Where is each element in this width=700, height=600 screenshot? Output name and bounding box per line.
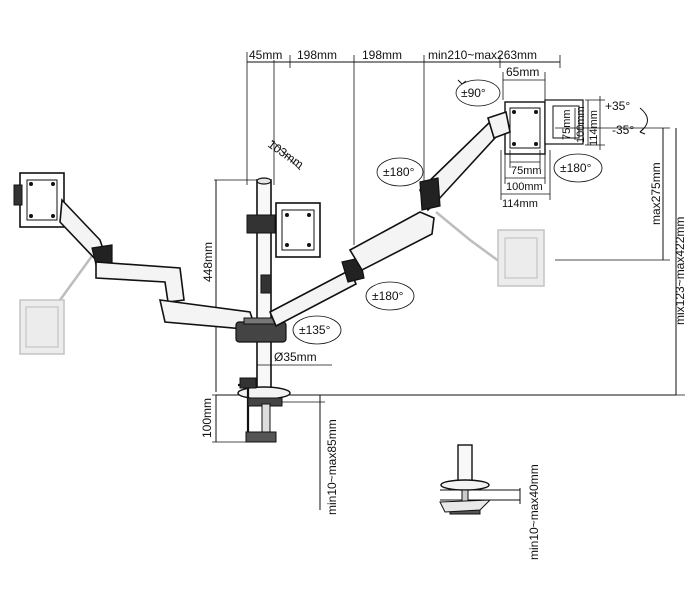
top-dimension-lines bbox=[246, 52, 561, 245]
svg-text:±180°: ±180° bbox=[372, 289, 404, 303]
left-arm-ghost bbox=[19, 244, 102, 355]
dim-vesa-114-h: 114mm bbox=[502, 198, 538, 210]
rotation-90-badge: ±90° bbox=[455, 79, 501, 107]
arm-hub bbox=[235, 317, 287, 343]
vesa-plate-right bbox=[504, 99, 584, 155]
desk-clamp bbox=[237, 377, 291, 443]
dim-45mm: 45mm bbox=[249, 48, 282, 62]
dim-min210-max263: min210~max263mm bbox=[428, 48, 537, 62]
dim-vesa-100-v: 100mm bbox=[575, 106, 587, 143]
dim-max275: max275mm bbox=[649, 162, 663, 225]
rotation-180-right-badge: ±180° bbox=[553, 153, 603, 183]
dim-65mm: 65mm bbox=[506, 65, 539, 79]
left-arm bbox=[13, 172, 258, 331]
dim-clamp-10-85: min10~max85mm bbox=[325, 419, 339, 515]
grommet-mount bbox=[439, 444, 520, 515]
svg-text:±135°: ±135° bbox=[299, 323, 331, 337]
rotation-180-left-badge: ±180° bbox=[376, 157, 424, 187]
dim-rot-90: ±90° bbox=[461, 86, 486, 100]
dim-vesa-75-h: 75mm bbox=[511, 165, 542, 177]
dim-vesa-75-v: 75mm bbox=[561, 109, 573, 140]
dim-vesa-100-h: 100mm bbox=[506, 181, 543, 193]
dim-mix123-max422: mix123~max422mm bbox=[673, 217, 687, 325]
right-arm-ghost bbox=[435, 211, 545, 287]
dim-pole-35: Ø35mm bbox=[274, 350, 317, 364]
dim-tilt-up: +35° bbox=[605, 99, 630, 113]
dim-grommet-10-40: min10~max40mm bbox=[527, 464, 541, 560]
dim-198mm-a: 198mm bbox=[297, 48, 337, 62]
pole-knob bbox=[260, 274, 272, 294]
dim-tilt-down: -35° bbox=[612, 123, 634, 137]
svg-text:±180°: ±180° bbox=[560, 161, 592, 175]
vesa-plate-top bbox=[246, 202, 321, 258]
dim-198mm-b: 198mm bbox=[362, 48, 402, 62]
right-arm bbox=[268, 110, 511, 328]
rotation-135-badge: ±135° bbox=[292, 315, 342, 345]
dim-clamp-100: 100mm bbox=[200, 398, 214, 438]
dim-103mm: 103mm bbox=[265, 137, 306, 171]
rotation-180-mid-badge: ±180° bbox=[365, 281, 415, 311]
svg-text:±180°: ±180° bbox=[383, 165, 415, 179]
dim-448mm: 448mm bbox=[201, 242, 215, 282]
